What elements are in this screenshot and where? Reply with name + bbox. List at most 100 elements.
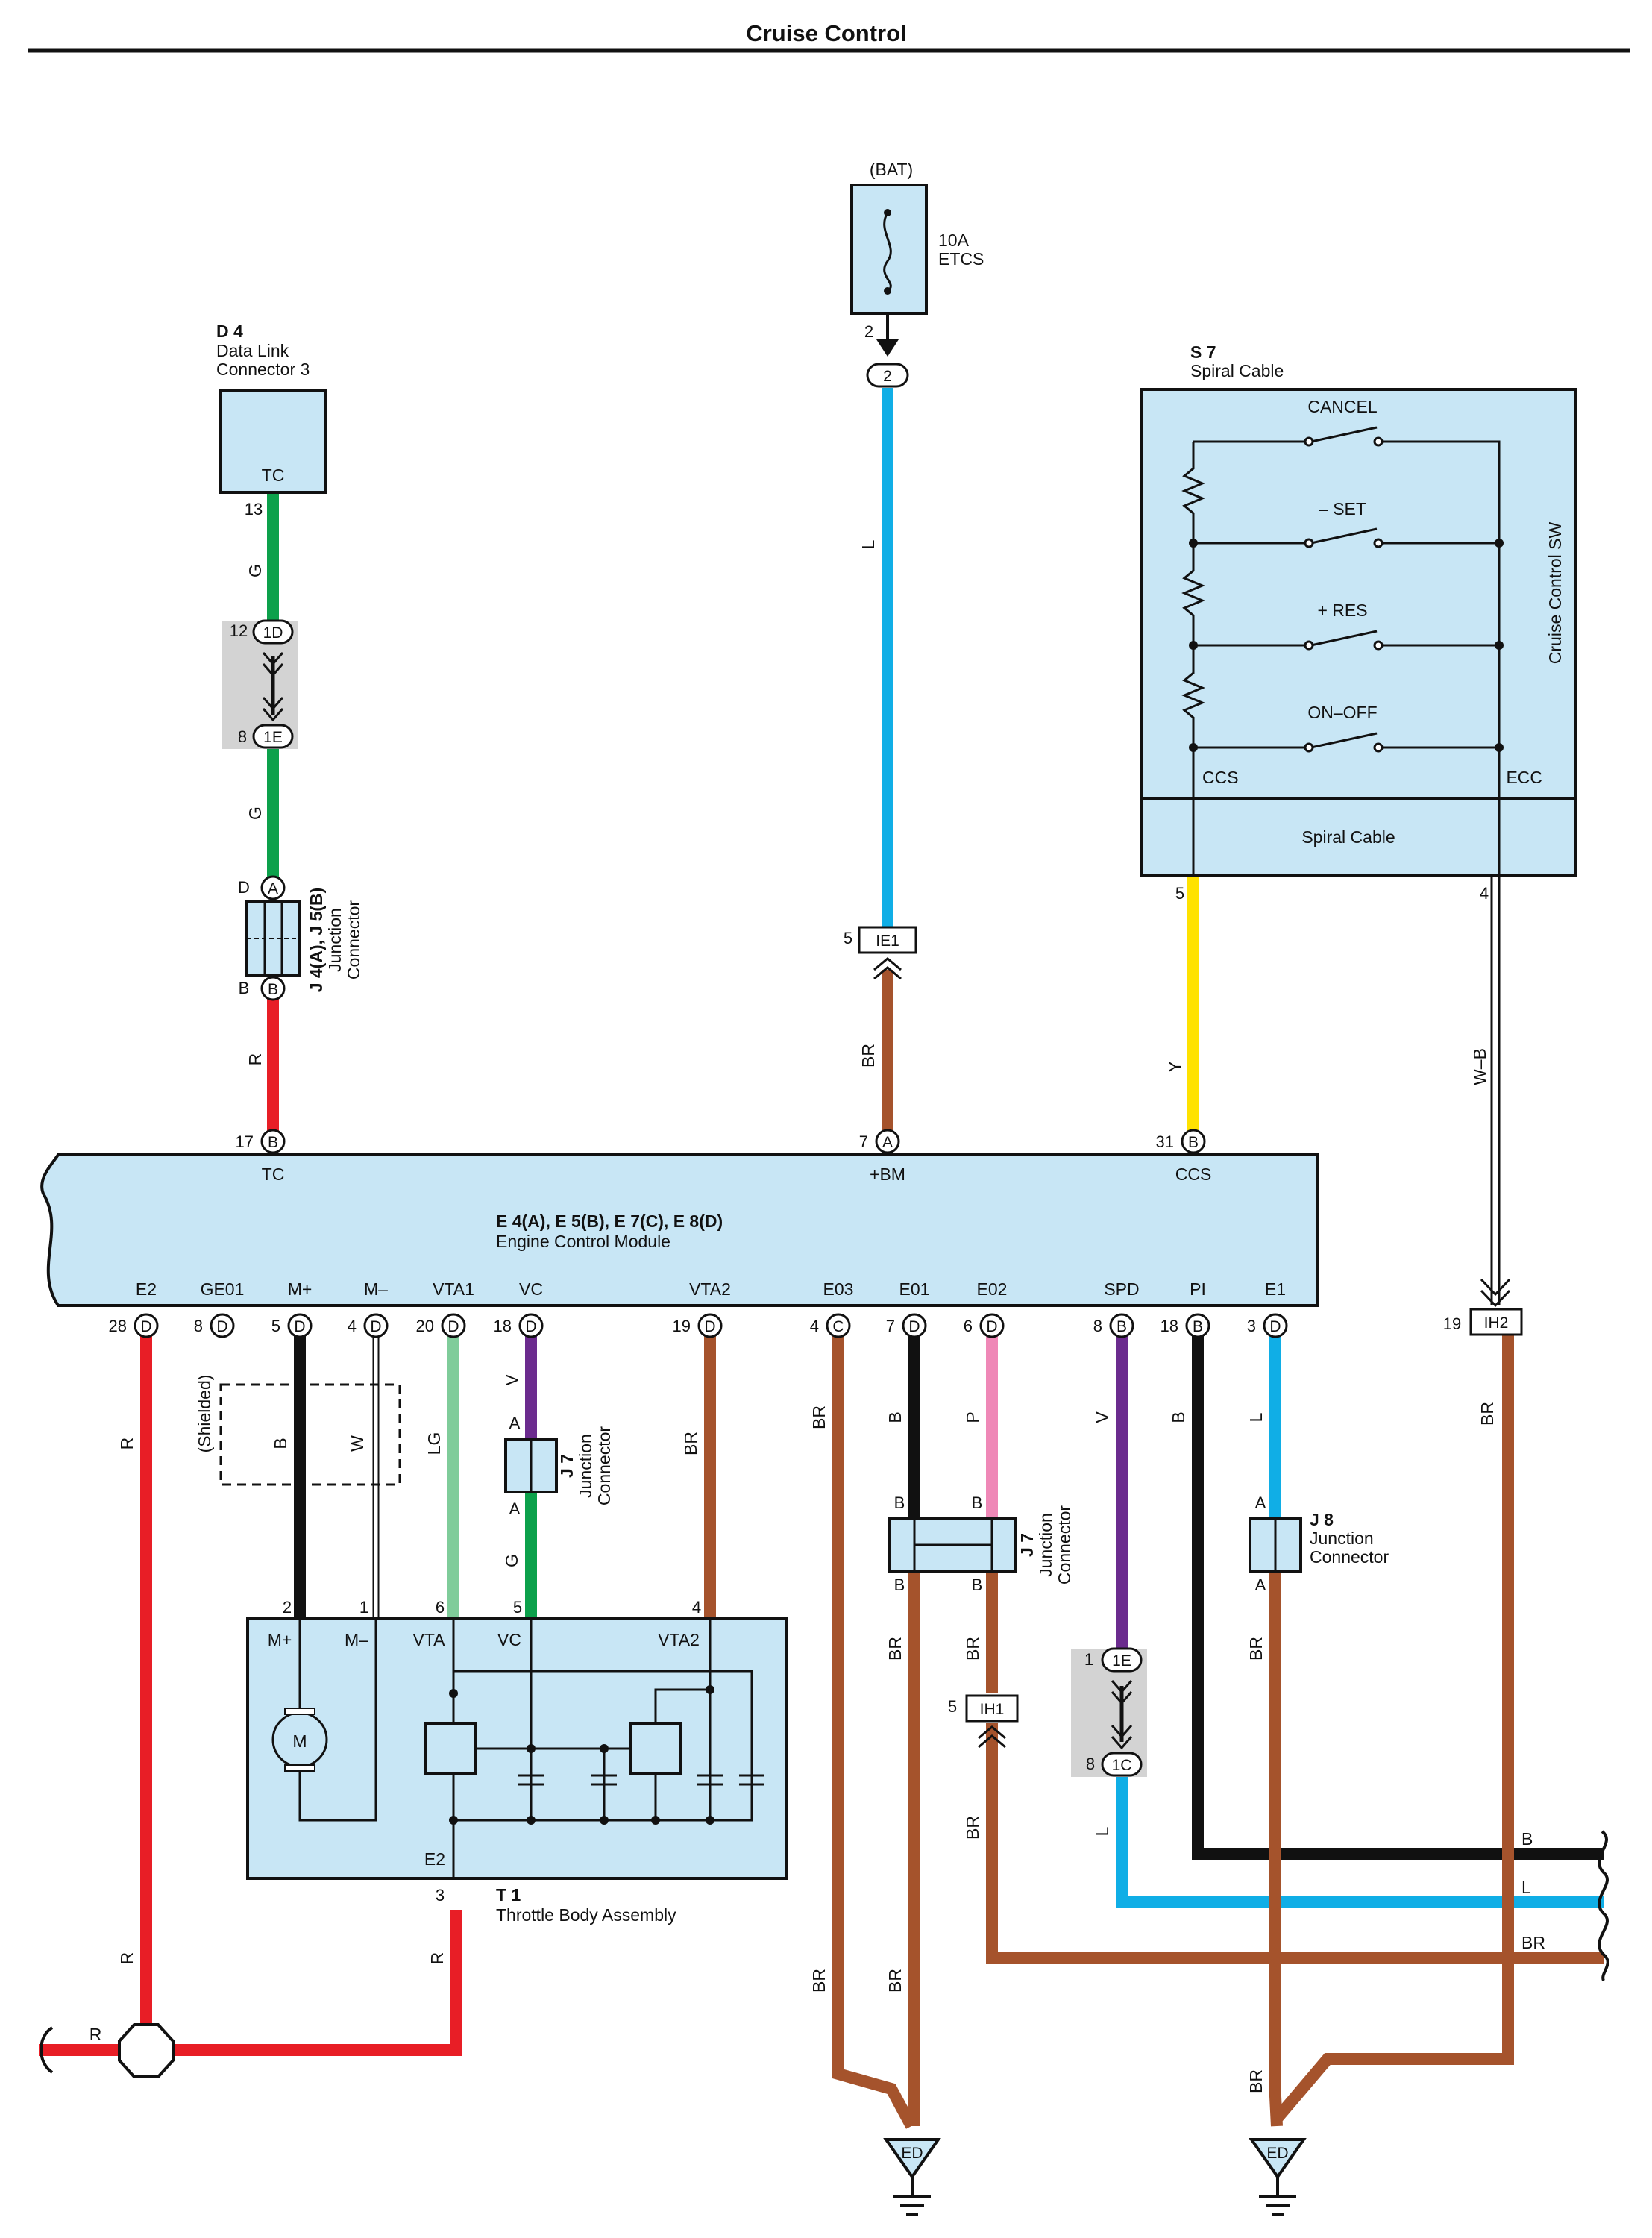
j7b-bl-label: B <box>894 1576 905 1594</box>
junction-dot <box>1189 743 1198 752</box>
ecm-bottom-terminal-circle <box>1185 1313 1210 1338</box>
cancel-contact-b <box>1373 436 1384 447</box>
motor-return <box>298 1619 377 1822</box>
wire-l-spd <box>1116 1775 1604 1908</box>
capacitor-icon <box>697 1774 723 1820</box>
fuse-element-icon <box>883 212 892 292</box>
wire-break-icon <box>40 2026 54 2074</box>
ecm-top-terminal-label: TC <box>262 1165 285 1184</box>
ecm-bottom-terminal-pin: 8 <box>1093 1317 1102 1335</box>
c1d-connector <box>252 619 294 645</box>
fuse-arrow-icon <box>876 339 899 357</box>
wire-label-l-bat: L <box>858 539 878 549</box>
tb-code: T 1 <box>496 1885 521 1905</box>
ecm-bottom-terminal-conn: D <box>1269 1318 1281 1335</box>
ecm-bottom-terminal-label: M– <box>364 1279 388 1299</box>
res-switch-icon <box>1310 630 1378 647</box>
ecm-bottom-terminal-circle <box>1263 1313 1288 1338</box>
ecm-bottom-terminal-conn: D <box>216 1318 227 1335</box>
spiral-ccs-label: CCS <box>1202 768 1239 787</box>
ecm-bottom-terminal-label: E02 <box>977 1279 1008 1299</box>
c1e-chevron-icon <box>262 697 284 722</box>
j8-code: J 8 <box>1310 1510 1334 1529</box>
wire-label-br-e01a: BR <box>885 1637 905 1661</box>
c1e-top-pin: 8 <box>238 727 247 746</box>
spiral-ecc-pin: 4 <box>1480 884 1489 903</box>
j4j5-name-line2: Connector <box>344 900 363 979</box>
c1e-spd-pin: 1 <box>1084 1650 1093 1669</box>
ecm-bottom-terminal-label: PI <box>1190 1279 1206 1299</box>
vta-sensor-icon <box>424 1722 477 1775</box>
tb-vta-label: VTA <box>412 1630 445 1649</box>
j4j5-bot-terminal <box>260 976 286 1001</box>
fuse-source-label: (BAT) <box>870 160 913 179</box>
ih1-pin: 5 <box>948 1697 957 1716</box>
ecm-bottom-terminal-circle <box>287 1313 313 1338</box>
junction-dot <box>449 1816 458 1825</box>
ih2-arrow-icon <box>1480 1278 1511 1308</box>
j7a-bottom-label: A <box>509 1499 521 1518</box>
ecm-bottom-terminal-circle <box>210 1313 235 1338</box>
ecm-top-terminal-circle <box>1181 1129 1206 1154</box>
j7a-top-label: A <box>509 1414 521 1432</box>
ground-1 <box>883 2138 941 2216</box>
page-title: Cruise Control <box>746 20 906 46</box>
ecm-bottom-terminal-pin: 4 <box>348 1317 357 1335</box>
ecm-top-terminal-conn: A <box>882 1134 893 1151</box>
c1e-spd-conn-label: 1E <box>1112 1652 1131 1670</box>
wires <box>39 388 1604 2129</box>
junction-dot <box>527 1744 536 1753</box>
ecm-bottom-terminals: D28E2D8GE01D5M+D4M–D20VTA1D18VCD19VTA2C4… <box>109 1279 1288 1338</box>
ih2-pin: 19 <box>1443 1314 1461 1333</box>
ih1-connector <box>965 1694 1019 1723</box>
spiral-cancel-label: CANCEL <box>1307 397 1378 416</box>
tb-pin-vc: 5 <box>513 1598 522 1617</box>
wire-label-g2: G <box>245 806 265 820</box>
wire-label-br-e03a: BR <box>809 1405 829 1429</box>
wire-label-br-vta2: BR <box>681 1432 700 1455</box>
ecm-bottom-terminal: D4M– <box>348 1279 389 1338</box>
junction-dot <box>1189 641 1198 650</box>
ecm-bottom-terminal-label: E1 <box>1265 1279 1286 1299</box>
ecm-top-terminal: A7+BM <box>859 1129 905 1184</box>
ie1-chevron-icon <box>873 957 902 980</box>
ecm-bottom-terminal-pin: 5 <box>271 1317 280 1335</box>
cruise-switch-circuit <box>1181 426 1504 877</box>
spiral-side-label: Cruise Control SW <box>1545 521 1565 664</box>
ie1-pin: 5 <box>844 929 852 947</box>
wire-label-out-l: L <box>1521 1878 1531 1897</box>
junction-dot <box>449 1689 458 1698</box>
wire-br-e1 <box>1269 1559 1283 2127</box>
j4j5-top-terminal <box>260 875 286 900</box>
ecm-bottom-terminal-label: VTA2 <box>689 1279 731 1299</box>
onoff-contact-b <box>1373 742 1384 753</box>
tb-name: Throttle Body Assembly <box>496 1905 676 1925</box>
cancel-switch-icon <box>1310 426 1378 443</box>
wire-label-br-bm: BR <box>858 1044 878 1068</box>
wire-label-p-e02: P <box>963 1411 982 1423</box>
shielded-label: (Shielded) <box>195 1375 214 1453</box>
ground-2 <box>1249 2138 1307 2216</box>
j7a-code: J 7 <box>557 1454 577 1478</box>
dlc-terminal: TC <box>262 466 285 485</box>
wire-label-g-vc: G <box>502 1554 521 1567</box>
ecm-name: Engine Control Module <box>496 1232 670 1251</box>
dlc-box <box>219 389 327 494</box>
ecm-top-terminal-pin: 7 <box>859 1132 868 1151</box>
spiral-inner-label: Spiral Cable <box>1301 827 1395 847</box>
j8-bottom-label: A <box>1255 1576 1266 1594</box>
tb-mminus-label: M– <box>345 1630 368 1649</box>
tb-pin-e2: 3 <box>436 1886 445 1905</box>
tb-vc-label: VC <box>497 1630 521 1649</box>
ground-2-label: ED <box>1266 2145 1288 2162</box>
tb-mplus-label: M+ <box>268 1630 292 1649</box>
ecm-bottom-terminal-pin: 3 <box>1247 1317 1256 1335</box>
ecm-bottom-terminal-circle <box>363 1313 389 1338</box>
